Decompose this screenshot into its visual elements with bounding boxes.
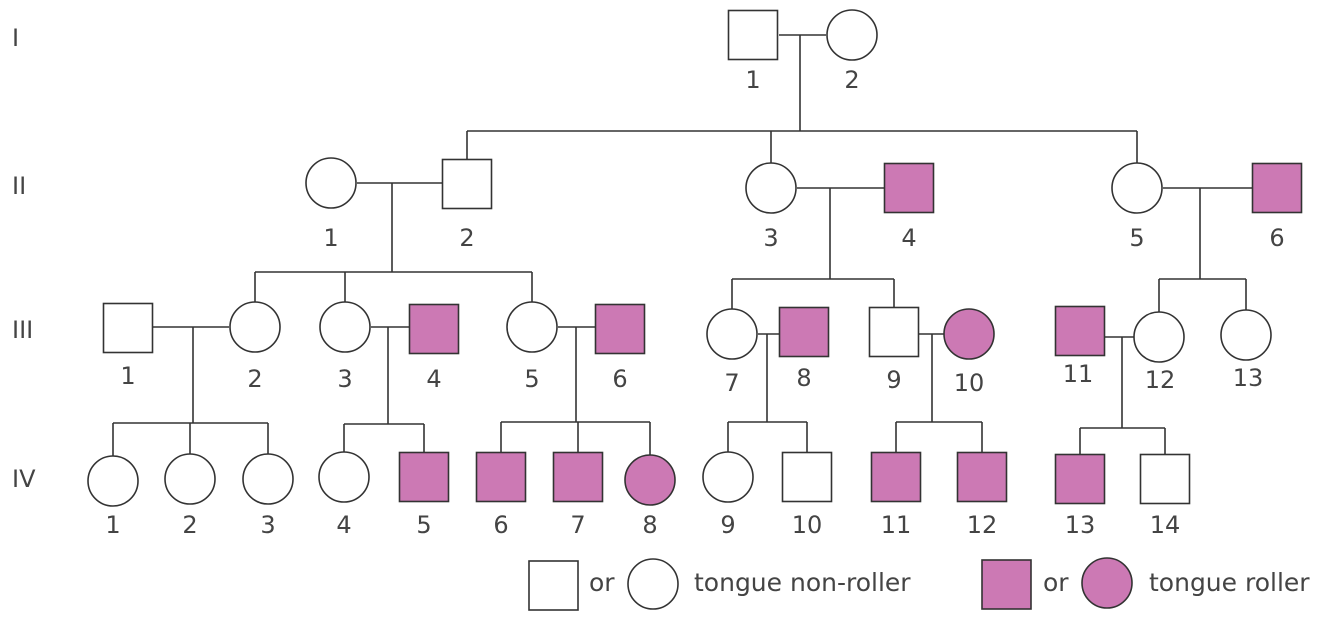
female-symbol-ii-3: [745, 162, 797, 214]
individual-number-iii-5: 5: [524, 365, 539, 393]
legend-or-label-1: or: [589, 568, 615, 597]
individual-number-iii-13: 13: [1233, 364, 1264, 392]
female-symbol-iii-5: [506, 301, 558, 353]
individual-number-iv-8: 8: [642, 511, 657, 539]
male-symbol-i-1: [727, 9, 779, 61]
individual-number-iv-11: 11: [881, 511, 912, 539]
individual-number-ii-3: 3: [763, 224, 778, 252]
female-symbol-iv-3: [242, 453, 294, 505]
individual-number-i-2: 2: [844, 66, 859, 94]
male-symbol-iii-8: [778, 306, 830, 358]
individual-number-iii-12: 12: [1145, 366, 1176, 394]
male-symbol-iv-7: [552, 451, 604, 503]
male-symbol-iv-11: [870, 451, 922, 503]
female-symbol-iii-13: [1220, 309, 1272, 361]
generation-label-iii: III: [12, 316, 33, 344]
individual-number-i-1: 1: [745, 66, 760, 94]
legend: or tongue non-roller or tongue roller: [528, 557, 1310, 611]
individual-number-iv-10: 10: [792, 511, 823, 539]
male-symbol-iv-12: [956, 451, 1008, 503]
male-symbol-iv-14: [1139, 453, 1191, 505]
male-symbol-ii-4: [883, 162, 935, 214]
individual-number-iv-13: 13: [1065, 511, 1096, 539]
female-symbol-iv-2: [164, 453, 216, 505]
individual-number-iii-10: 10: [954, 369, 985, 397]
female-symbol-iv-9: [702, 451, 754, 503]
female-symbol-iii-10: [943, 308, 995, 360]
individual-number-iv-14: 14: [1150, 511, 1181, 539]
generation-labels: I II III IV: [12, 24, 36, 493]
legend-roller-label: tongue roller: [1149, 568, 1310, 597]
female-symbol-iii-7: [706, 308, 758, 360]
individual-number-ii-2: 2: [459, 224, 474, 252]
female-symbol-iv-1: [87, 455, 139, 507]
individual-number-ii-4: 4: [901, 224, 916, 252]
male-symbol-iv-5: [398, 451, 450, 503]
individual-number-iv-7: 7: [570, 511, 585, 539]
female-symbol-i-2: [826, 9, 878, 61]
legend-female-non-roller-symbol: [627, 558, 679, 610]
individual-number-ii-5: 5: [1129, 224, 1144, 252]
male-symbol-ii-2: [441, 158, 493, 210]
generation-label-iv: IV: [12, 465, 36, 493]
female-symbol-iii-12: [1133, 311, 1185, 363]
legend-or-label-2: or: [1043, 568, 1069, 597]
male-symbol-iii-9: [868, 306, 920, 358]
legend-non-roller-label: tongue non-roller: [694, 568, 911, 597]
legend-male-roller-symbol: [981, 559, 1032, 610]
individual-number-iv-3: 3: [260, 511, 275, 539]
female-symbol-ii-1: [305, 157, 357, 209]
generation-label-i: I: [12, 24, 19, 52]
individual-number-iv-12: 12: [967, 511, 998, 539]
pedigree-lines: [112, 34, 1252, 456]
generation-label-ii: II: [12, 172, 26, 200]
female-symbol-iii-3: [319, 301, 371, 353]
individual-number-iii-9: 9: [886, 366, 901, 394]
individual-number-iii-4: 4: [426, 365, 441, 393]
individual-number-iv-4: 4: [336, 511, 351, 539]
legend-female-roller-symbol: [1081, 557, 1133, 609]
legend-male-non-roller-symbol: [528, 560, 579, 611]
female-symbol-ii-5: [1111, 162, 1163, 214]
individual-number-iii-1: 1: [120, 362, 135, 390]
individual-number-iv-1: 1: [105, 511, 120, 539]
individual-number-iii-6: 6: [612, 365, 627, 393]
individual-number-iv-9: 9: [720, 511, 735, 539]
male-symbol-ii-6: [1251, 162, 1303, 214]
individual-number-iii-3: 3: [337, 365, 352, 393]
individual-number-iii-8: 8: [796, 364, 811, 392]
female-symbol-iv-8: [624, 454, 676, 506]
individual-number-ii-6: 6: [1269, 224, 1284, 252]
female-symbol-iv-4: [318, 451, 370, 503]
male-symbol-iii-6: [594, 303, 646, 355]
male-symbol-iv-6: [475, 451, 527, 503]
male-symbol-iii-4: [408, 303, 460, 355]
male-symbol-iii-1: [102, 302, 154, 354]
male-symbol-iv-10: [781, 451, 833, 503]
male-symbol-iv-13: [1054, 453, 1106, 505]
individual-number-iii-7: 7: [724, 369, 739, 397]
individual-number-iv-5: 5: [416, 511, 431, 539]
male-symbol-iii-11: [1054, 305, 1106, 357]
individual-number-iv-2: 2: [182, 511, 197, 539]
female-symbol-iii-2: [229, 301, 281, 353]
individual-number-iii-2: 2: [247, 365, 262, 393]
individual-number-iii-11: 11: [1063, 360, 1094, 388]
individual-number-ii-1: 1: [323, 224, 338, 252]
individual-number-iv-6: 6: [493, 511, 508, 539]
